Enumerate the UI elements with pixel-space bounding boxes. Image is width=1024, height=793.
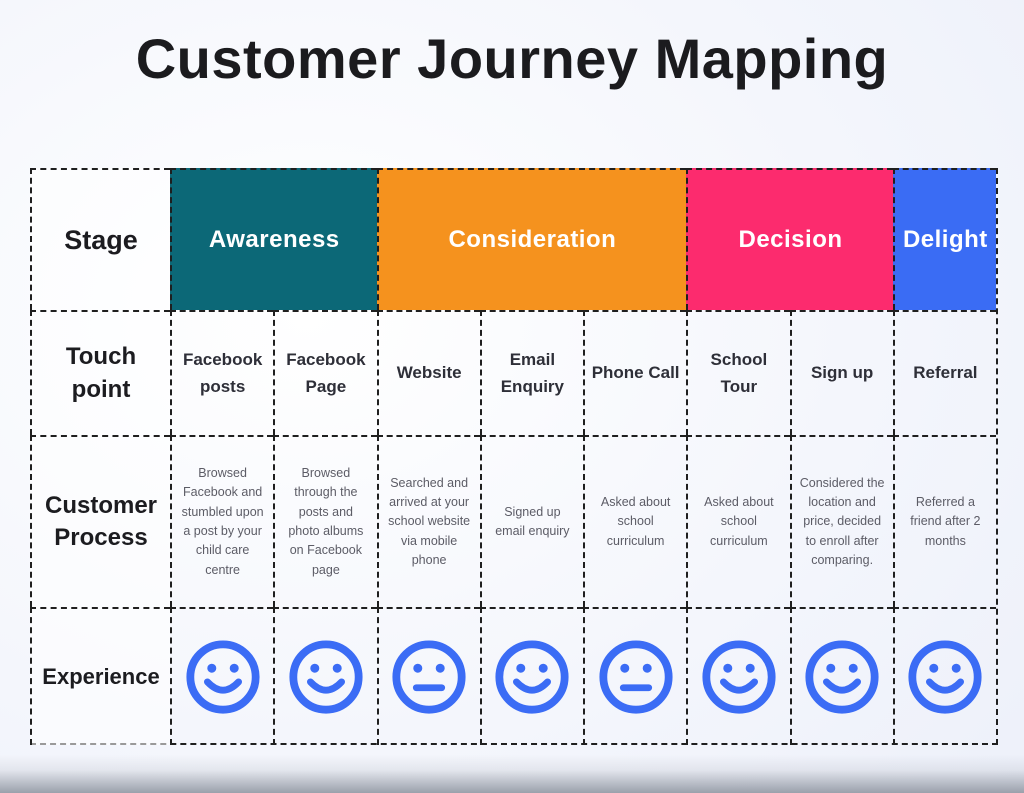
- smiley-happy-icon: [702, 640, 776, 714]
- row-label-process: Customer Process: [30, 435, 170, 607]
- experience-cell: [789, 607, 893, 745]
- process-cell: Asked about school curriculum: [583, 435, 687, 607]
- smiley-neutral-icon: [599, 640, 673, 714]
- page-title: Customer Journey Mapping: [135, 27, 889, 90]
- touchpoint-cell: Facebook Page: [273, 310, 377, 435]
- process-cell: Browsed Facebook and stumbled upon a pos…: [170, 435, 274, 607]
- row-label-touchpoint: Touch point: [30, 310, 170, 435]
- experience-cell: [170, 607, 274, 745]
- process-cell: Considered the location and price, decid…: [789, 435, 893, 607]
- touchpoint-cell: Facebook posts: [170, 310, 274, 435]
- experience-cell: [686, 607, 790, 745]
- process-cell: Asked about school curriculum: [686, 435, 790, 607]
- smiley-neutral-icon: [392, 640, 466, 714]
- touchpoint-cell: Phone Call: [583, 310, 687, 435]
- smiley-happy-icon: [805, 640, 879, 714]
- smiley-happy-icon: [908, 640, 982, 714]
- row-label-stage: Stage: [30, 168, 170, 310]
- process-cell: Referred a friend after 2 months: [892, 435, 996, 607]
- page-bottom-shadow: [0, 755, 1024, 793]
- touchpoint-cell: Email Enquiry: [479, 310, 583, 435]
- stage-cell-decision: Decision: [686, 168, 893, 310]
- experience-cell: [376, 607, 480, 745]
- touchpoint-cell: School Tour: [686, 310, 790, 435]
- touchpoint-cell: Website: [376, 310, 480, 435]
- process-cell: Searched and arrived at your school webs…: [376, 435, 480, 607]
- process-cell: Signed up email enquiry: [479, 435, 583, 607]
- touchpoint-cell: Referral: [892, 310, 996, 435]
- stage-cell-consideration: Consideration: [376, 168, 687, 310]
- stage-cell-awareness: Awareness: [170, 168, 377, 310]
- smiley-happy-icon: [495, 640, 569, 714]
- experience-cell: [479, 607, 583, 745]
- process-cell: Browsed through the posts and photo albu…: [273, 435, 377, 607]
- smiley-happy-icon: [186, 640, 260, 714]
- journey-table: Stage Awareness Consideration Decision D…: [30, 168, 998, 745]
- row-label-experience: Experience: [30, 607, 170, 745]
- smiley-happy-icon: [289, 640, 363, 714]
- experience-cell: [892, 607, 996, 745]
- touchpoint-cell: Sign up: [789, 310, 893, 435]
- experience-cell: [583, 607, 687, 745]
- stage-cell-delight: Delight: [892, 168, 996, 310]
- experience-cell: [273, 607, 377, 745]
